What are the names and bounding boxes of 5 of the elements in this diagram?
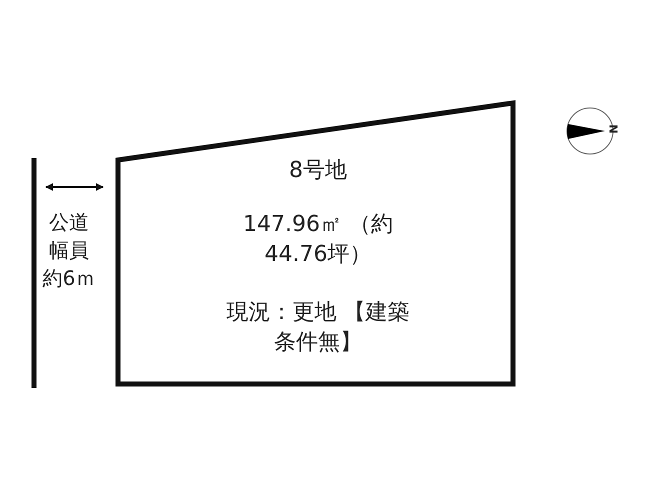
status-text: 現況：更地 【建築条件無】 [226,299,410,357]
lot-number: 8号地 [288,157,348,185]
road-width-label: 公道幅員約6ｍ [42,209,96,292]
north-label: N [606,124,620,134]
area-text: 147.96㎡ （約44.76坪） [242,211,394,269]
